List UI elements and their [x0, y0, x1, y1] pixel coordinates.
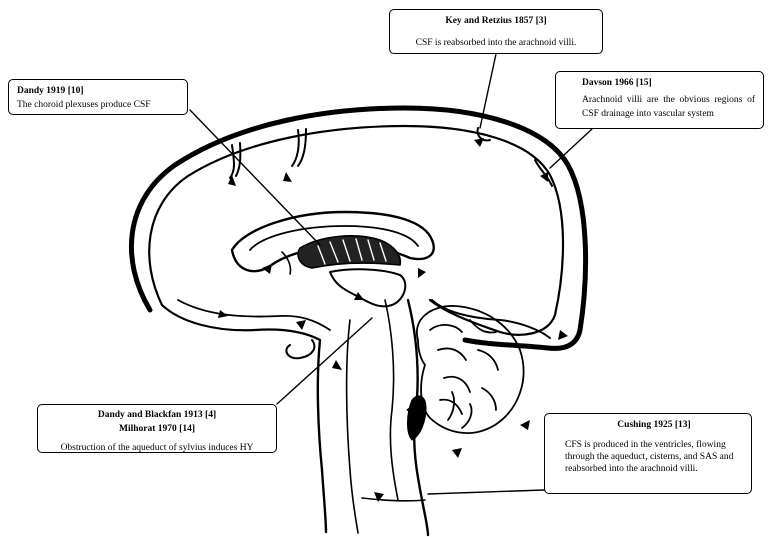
callout-dandy-ref: [10] — [67, 86, 84, 96]
callout-dbf-text: Obstruction of the aqueduct of sylvius i… — [60, 442, 254, 453]
brain-cortex-outline — [148, 124, 565, 336]
frontal-base — [160, 303, 322, 342]
choroid-plexus — [281, 235, 402, 275]
third-ventricle — [329, 268, 407, 308]
callout-davson-1966: Davson 1966 [15] Arachnoid villi are the… — [555, 71, 764, 129]
callout-key-text: CSF is reabsorbed into the arachnoid vil… — [415, 37, 577, 48]
callout-davson-title: Davson 1966 — [582, 78, 634, 88]
sulcus-1 — [229, 142, 242, 179]
sulcus-3 — [476, 127, 491, 142]
pituitary — [285, 339, 316, 360]
callout-cushing-1925: Cushing 1925 [13] CFS is produced in the… — [544, 413, 752, 494]
sulcus-2 — [291, 128, 307, 167]
callout-davson-ref: [15] — [635, 78, 652, 88]
callout-dbf-ref1: [4] — [205, 410, 217, 420]
frontal-base-inner — [177, 299, 331, 331]
callout-dbf-title2: Milhorat 1970 — [119, 423, 177, 434]
callout-davson-text: Arachnoid villi are the obvious regions … — [582, 94, 755, 119]
tentorium — [431, 299, 551, 339]
corpus-callosum — [230, 210, 435, 273]
callout-dandy-title: Dandy 1919 — [17, 86, 66, 96]
fourth-ventricle — [407, 395, 427, 441]
lateral-ventricle — [249, 225, 419, 251]
leader-lines — [189, 53, 593, 495]
callout-dbf-ref2: [14] — [179, 423, 195, 434]
brainstem-inner — [345, 299, 399, 534]
callout-cushing-text: CFS is produced in the ventricles, flowi… — [565, 439, 734, 475]
callout-dandy-blackfan: Dandy and Blackfan 1913 [4] Milhorat 197… — [37, 404, 277, 453]
spinal-cord-band — [361, 497, 426, 502]
callout-dandy-text: The choroid plexuses produce CSF — [17, 99, 151, 110]
callout-cushing-title: Cushing 1925 — [617, 420, 673, 430]
callout-key-title: Key and Retzius 1857 — [445, 16, 534, 26]
callout-dbf-title1: Dandy and Blackfan 1913 — [97, 410, 203, 420]
cerebellum — [415, 305, 525, 434]
flow-arrows — [218, 138, 568, 502]
callout-dandy-1919: Dandy 1919 [10] The choroid plexuses pro… — [8, 79, 188, 115]
sulcus-4 — [534, 159, 553, 187]
callout-key-retzius: Key and Retzius 1857 [3] CSF is reabsorb… — [389, 9, 603, 54]
callout-key-ref: [3] — [535, 16, 547, 26]
callout-cushing-ref: [13] — [674, 420, 691, 430]
skull-outer-line — [129, 105, 589, 351]
brainstem — [316, 298, 430, 537]
